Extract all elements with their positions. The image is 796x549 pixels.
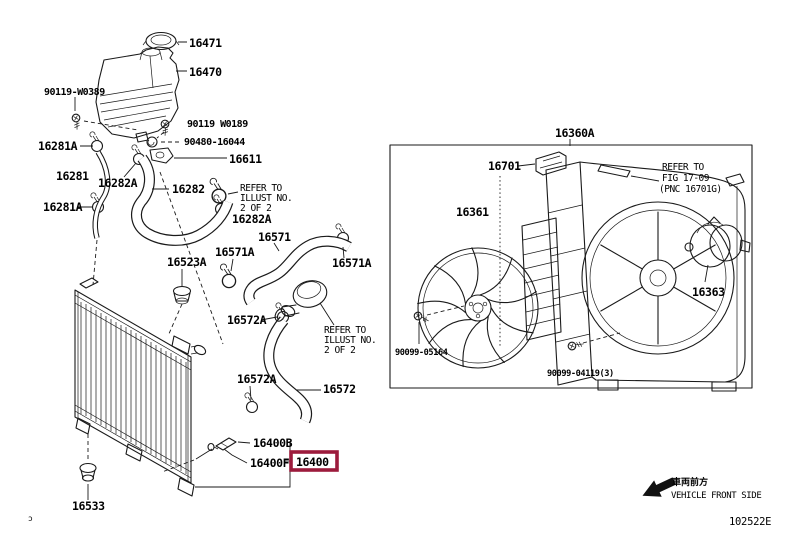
hose-16572-art (263, 316, 313, 424)
label-16572a-lower[interactable]: 16572A (237, 372, 277, 386)
callout-labels: 16471 16470 90119-W0389 90119 W0189 9048… (38, 36, 725, 513)
corner-mark: ɔ (28, 514, 33, 523)
radiator-art (74, 277, 207, 497)
label-16611[interactable]: 16611 (229, 152, 262, 166)
drain-plug-16533-art (79, 462, 97, 482)
note-illust-upper-1: REFER TO (240, 183, 283, 194)
leader-lines (74, 41, 709, 500)
fan-16361-art (417, 247, 539, 369)
label-16281a-lower[interactable]: 16281A (43, 200, 83, 214)
bracket-16611-art (149, 147, 174, 164)
label-16571a-left[interactable]: 16571A (215, 245, 255, 259)
label-16533[interactable]: 16533 (72, 499, 105, 513)
note-illust-upper-2: ILLUST NO. (240, 193, 292, 204)
clamp-16281a-upper-icon (89, 131, 104, 153)
label-16400b[interactable]: 16400B (253, 436, 293, 450)
label-90119-w0389[interactable]: 90119-W0389 (44, 87, 106, 98)
label-16571[interactable]: 16571 (258, 230, 291, 244)
label-16281[interactable]: 16281 (56, 169, 89, 183)
front-direction-indicator: 車両前方 VEHICLE FRONT SIDE (642, 476, 762, 501)
radiator-cap-art (142, 31, 180, 51)
front-direction-en: VEHICLE FRONT SIDE (671, 491, 761, 501)
label-90099-04119[interactable]: 90099-04119(3) (547, 369, 614, 379)
label-16572[interactable]: 16572 (323, 382, 356, 396)
label-16400f[interactable]: 16400F (250, 456, 290, 470)
figure-code: 102522E (729, 516, 771, 528)
label-16360a[interactable]: 16360A (555, 126, 595, 140)
sensor-16400b-art (207, 437, 237, 452)
label-90480-16044[interactable]: 90480-16044 (184, 137, 246, 148)
label-16701[interactable]: 16701 (488, 159, 521, 173)
label-16281a-upper[interactable]: 16281A (38, 139, 78, 153)
note-illust-upper-3: 2 OF 2 (240, 203, 271, 214)
water-inlet-art (274, 280, 328, 322)
label-16282a-right[interactable]: 16282A (232, 212, 272, 226)
selected-part-highlight-box[interactable] (289, 450, 339, 472)
bolt-90119-w0389-icon (70, 112, 84, 131)
label-16400-selected[interactable]: 16400 (296, 455, 329, 469)
motor-16363-art (684, 216, 751, 268)
front-arrow-icon (642, 477, 676, 497)
label-16470[interactable]: 16470 (189, 65, 222, 79)
grommet-16523a-art (172, 285, 192, 305)
reserve-tank-art (95, 46, 180, 143)
clamp-16572a-lower-icon (244, 392, 259, 414)
label-16361[interactable]: 16361 (456, 205, 489, 219)
label-16282a-left[interactable]: 16282A (98, 176, 138, 190)
note-fig-3: (PNC 16701G) (659, 184, 722, 195)
hose-16282-art (131, 154, 234, 246)
label-90099-05164[interactable]: 90099-05164 (395, 348, 448, 358)
shroud-16360a-art (521, 161, 746, 392)
packing-16701-art (535, 151, 567, 176)
screw-90099-04119-icon (566, 337, 585, 352)
label-16572a-upper[interactable]: 16572A (227, 313, 267, 327)
grommet-90480-art (146, 136, 158, 148)
note-fig-2: FIG 17-09 (662, 173, 710, 184)
hose-16281-art (92, 150, 111, 239)
front-direction-jp: 車両前方 (672, 476, 708, 488)
label-16282[interactable]: 16282 (172, 182, 205, 196)
note-fig-1: REFER TO (662, 162, 705, 173)
clamp-16571a-left-icon (219, 263, 237, 289)
label-16471[interactable]: 16471 (189, 36, 222, 50)
hose-16571-art (243, 235, 352, 306)
fan-assembly-frame (389, 144, 753, 389)
label-16523a[interactable]: 16523A (167, 255, 207, 269)
wire-clamp-icon (209, 177, 227, 204)
label-90119-w0189[interactable]: 90119 W0189 (187, 119, 249, 130)
note-illust-lower-1: REFER TO (324, 325, 367, 336)
reserve-tank-assembly (70, 31, 352, 497)
note-illust-lower-2: ILLUST NO. (324, 335, 376, 346)
bolt-90099-05164-icon (412, 310, 431, 324)
fan-assembly (389, 144, 753, 392)
label-16363[interactable]: 16363 (692, 285, 725, 299)
label-16571a-right[interactable]: 16571A (332, 256, 372, 270)
note-illust-lower-3: 2 OF 2 (324, 345, 355, 356)
